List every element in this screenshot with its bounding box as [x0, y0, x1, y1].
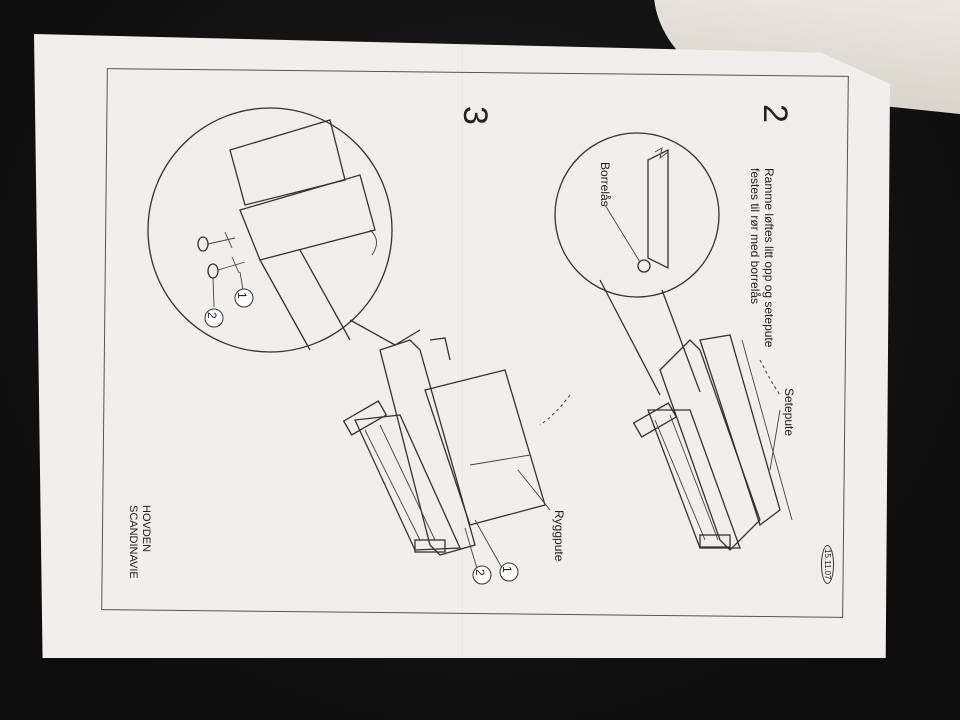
callout-circle-1a	[234, 288, 254, 308]
callout-number-1b: 1	[500, 566, 514, 573]
callout-number-1a: 1	[235, 292, 249, 299]
ryggpute-label: Ryggpute	[552, 510, 566, 562]
step-2-number: 2	[756, 104, 794, 123]
callout-circle-2b	[472, 565, 492, 585]
instruction-line-1: Ramme løftes litt opp og setepute	[762, 168, 776, 348]
date-badge: 15.11.07	[821, 545, 834, 584]
callout-number-2b: 2	[473, 569, 487, 576]
brand-footer: HOVDEN SCANDINAVIE	[126, 505, 152, 579]
brand-line-1: HOVDEN	[140, 505, 152, 553]
instruction-line-2: festes til rør med borrelås	[748, 168, 762, 305]
callout-circle-1b	[499, 562, 519, 582]
step-2-instruction: Ramme løftes litt opp og setepute festes…	[748, 168, 776, 347]
brand-line-2: SCANDINAVIE	[127, 505, 139, 579]
step2-detail-circle	[554, 132, 720, 396]
borrelas-label: Borrelås	[598, 162, 612, 207]
callout-circle-2a	[204, 308, 224, 328]
step3-sofa-frame	[342, 337, 571, 573]
step3-detail-circle	[147, 107, 421, 353]
callout-number-2a: 2	[205, 312, 219, 319]
step-3-number: 3	[456, 106, 494, 125]
step2-sofa-frame	[632, 334, 793, 551]
instruction-sheet	[34, 34, 890, 658]
setepute-label: Setepute	[782, 388, 796, 437]
